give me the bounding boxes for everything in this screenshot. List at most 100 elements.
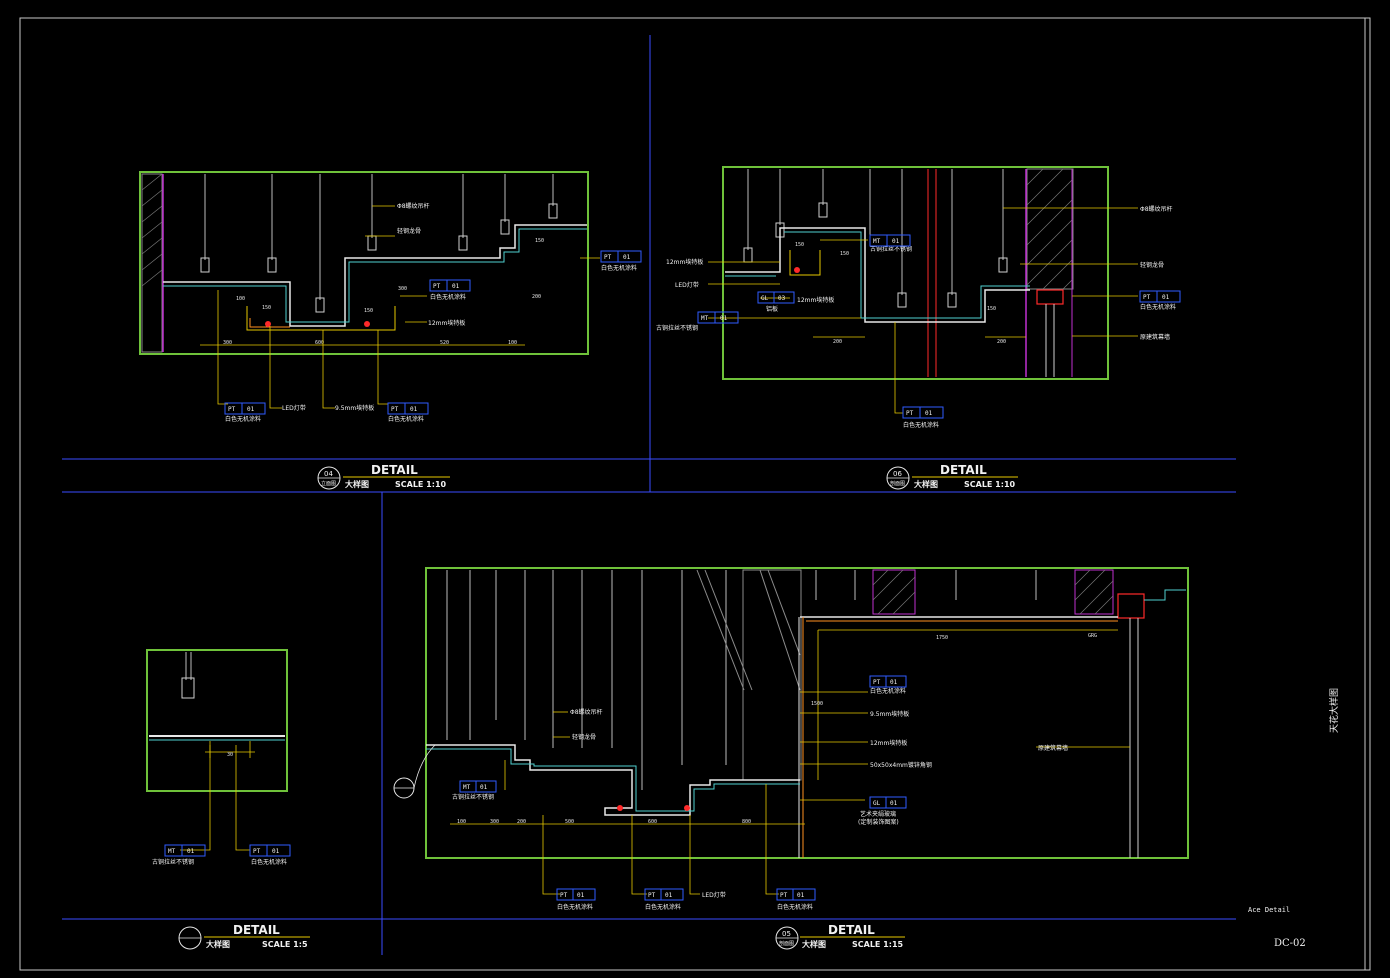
leader-label: 古铜拉丝不锈钢 [452, 793, 494, 801]
tag-code: PT [906, 410, 914, 417]
leader-label: 轻钢龙骨 [1140, 261, 1164, 269]
dim: 520 [440, 340, 449, 346]
tag-num: 01 [623, 254, 631, 261]
leader-label: 12mm埃特板 [428, 319, 465, 327]
leader-label: 9.5mm埃特板 [335, 404, 374, 412]
tag-num: 01 [1162, 294, 1170, 301]
tag-code: PT [253, 848, 261, 855]
title-name: 大样图 [345, 479, 369, 489]
dim: 150 [364, 308, 373, 314]
leader-label: 艺术夹绢玻璃 [860, 810, 896, 818]
leader-label: 12mm埃特板 [797, 296, 834, 304]
dim: 300 [490, 819, 499, 825]
leader-label: 白色无机涂料 [225, 415, 261, 423]
dim: 150 [262, 305, 271, 311]
dim: 300 [398, 286, 407, 292]
detail-06-box [722, 166, 1109, 380]
leader-label: 白色无机涂料 [1140, 303, 1176, 311]
dim: 600 [315, 340, 324, 346]
sheet-side-title: 天花大样图 [1328, 688, 1340, 733]
leader-label: LED灯带 [675, 281, 699, 289]
tag-code: PT [391, 406, 399, 413]
dim: 100 [508, 340, 517, 346]
tag-code: MT [701, 315, 709, 322]
leader-label: 古铜拉丝不锈钢 [656, 324, 698, 332]
title-name: 大样图 [914, 479, 938, 489]
title-number: 04 [324, 470, 333, 478]
detail-06-title: 06 剖面图 DETAIL 大样图 SCALE 1:10 [886, 463, 1018, 490]
tag-code: PT [1143, 294, 1151, 301]
leader-label: Φ8螺纹吊杆 [1140, 205, 1173, 213]
tag-num: 01 [247, 406, 255, 413]
leader-label: 轻钢龙骨 [397, 227, 421, 235]
detail-05: 1750 GRG 1500 100 300 200 500 600 800 [393, 567, 1189, 950]
title-detail: DETAIL [940, 463, 987, 477]
leader-label: 50x50x4mm镀锌角钢 [870, 761, 932, 769]
dim: 150 [795, 242, 804, 248]
leader-label: (定制装饰图案) [858, 818, 899, 826]
dim: 300 [223, 340, 232, 346]
dim: 500 [565, 819, 574, 825]
dim: 30 [227, 752, 233, 758]
dim: 600 [648, 819, 657, 825]
leader-label: 轻钢龙骨 [572, 733, 596, 741]
title-detail: DETAIL [828, 923, 875, 937]
tag-code: PT [780, 892, 788, 899]
dim: 150 [840, 251, 849, 257]
leader-label: 白色无机涂料 [777, 903, 813, 911]
detail-04: 150 150 300 600 520 100 200 300 150 100 … [139, 171, 642, 490]
tag-code: GL [873, 800, 881, 807]
dim: 1500 [811, 701, 823, 707]
tag-num: 01 [410, 406, 418, 413]
leader-label: 铝板 [766, 305, 778, 313]
tag-num: 01 [577, 892, 585, 899]
tag-num: 01 [272, 848, 280, 855]
detail-small-title: DETAIL 大样图 SCALE 1:5 [178, 923, 310, 950]
leader-label: 白色无机涂料 [645, 903, 681, 911]
leader-label: LED灯带 [282, 404, 306, 412]
tag-code: PT [433, 283, 441, 290]
tag-num: 01 [890, 679, 898, 686]
leader-label: 12mm埃特板 [870, 739, 907, 747]
dim: 1750 [936, 635, 948, 641]
leader-label: Φ8螺纹吊杆 [570, 708, 603, 716]
detail-05-box [425, 567, 1189, 859]
tag-num: 01 [890, 800, 898, 807]
dim: 150 [987, 306, 996, 312]
leader-label: 白色无机涂料 [903, 421, 939, 429]
detail-small: 30 MT 01 PT 01 古铜拉丝不锈钢 白色无机涂料 DETAIL 大样图… [146, 649, 310, 950]
title-scale: SCALE 1:10 [964, 480, 1016, 489]
tag-code: PT [648, 892, 656, 899]
dim: 100 [236, 296, 245, 302]
leader-label: 原建筑幕墙 [1038, 744, 1068, 752]
tag-num: 01 [480, 784, 488, 791]
dim: GRG [1088, 633, 1097, 639]
detail-04-box [139, 171, 589, 355]
title-scale: SCALE 1:15 [852, 940, 904, 949]
title-number: 05 [782, 930, 791, 938]
title-scale: SCALE 1:10 [395, 480, 447, 489]
tag-num: 01 [925, 410, 933, 417]
tag-num: 01 [452, 283, 460, 290]
leader-label: 白色无机涂料 [601, 264, 637, 272]
leader-label: 古铜拉丝不锈钢 [152, 858, 194, 866]
title-sub: 剖面图 [890, 480, 905, 487]
leader-label: 白色无机涂料 [870, 687, 906, 695]
sheet-corner-label: Ace Detail [1248, 906, 1290, 914]
dim: 150 [535, 238, 544, 244]
sheet-frame [19, 17, 1371, 971]
dim: 100 [457, 819, 466, 825]
leader-label: 白色无机涂料 [388, 415, 424, 423]
title-detail: DETAIL [371, 463, 418, 477]
title-name: 大样图 [206, 939, 230, 949]
tag-code: PT [604, 254, 612, 261]
title-name: 大样图 [802, 939, 826, 949]
dim: 200 [997, 339, 1006, 345]
leader-label: 12mm埃特板 [666, 258, 703, 266]
leader-label: 白色无机涂料 [251, 858, 287, 866]
tag-code: MT [168, 848, 176, 855]
leader-label: 原建筑幕墙 [1140, 333, 1170, 341]
sheet-number: DC-02 [1274, 938, 1306, 949]
leader-label: 9.5mm埃特板 [870, 710, 909, 718]
title-number: 06 [893, 470, 902, 478]
